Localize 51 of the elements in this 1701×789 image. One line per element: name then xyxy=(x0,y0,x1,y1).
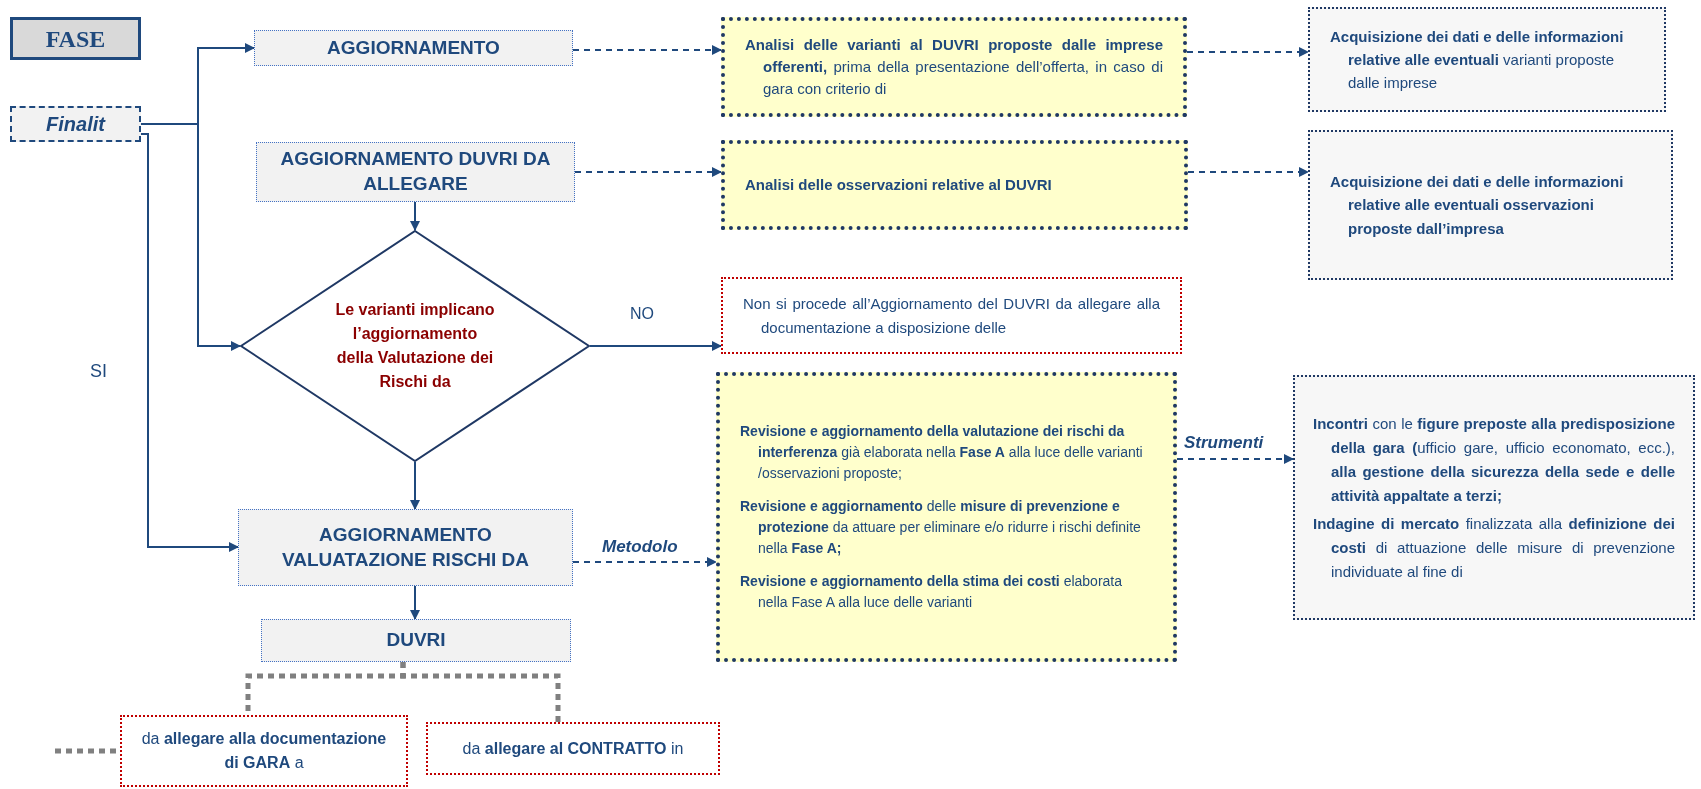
arrow xyxy=(140,123,241,351)
connector-line xyxy=(400,662,561,722)
arrow xyxy=(574,167,722,177)
box-text: Analisi delle varianti al DUVRI proposte dalle imprese offerenti, prima della presentazione dell’offerta, in caso di gara con criterio di xyxy=(745,35,1163,99)
process-box xyxy=(261,619,571,662)
box-text: Non si procede all’Aggiornamento del DUVRI da allegare alla documentazione a disposizione delle xyxy=(743,293,1160,338)
arrow xyxy=(1186,47,1309,57)
arrow xyxy=(572,45,722,55)
note-box xyxy=(721,277,1182,354)
box-text: Acquisizione dei dati e delle informazioni relative alle eventuali varianti proposte dalle imprese xyxy=(1330,26,1625,94)
info-box xyxy=(1308,7,1666,112)
box-text: Revisione e aggiornamento della stima dei costi elaborata nella Fase A alla luce delle varianti xyxy=(740,572,1124,612)
edge-label: Strumenti xyxy=(1182,434,1266,451)
method-box xyxy=(716,372,1177,662)
box-text: Revisione e aggiornamento delle misure di prevenzione e protezione da attuare per eliminare e/o ridurre i rischi definite nella Fase A; xyxy=(740,497,1142,558)
box-text: Revisione e aggiornamento della valutazione dei rischi da interferenza già elaborata nella Fase A alla luce delle varianti /osservazioni proposte; xyxy=(740,422,1144,483)
box-text: da allegare alla documentazione di GARA a xyxy=(140,729,388,773)
tools-box xyxy=(1293,375,1695,620)
edge-label: Metodolo xyxy=(600,538,680,555)
arrow xyxy=(410,585,420,620)
box-text: AGGIORNAMENTO VALUATAZIONE RISCHI DA xyxy=(281,522,530,572)
attachment-box xyxy=(426,722,720,775)
process-box xyxy=(256,142,575,202)
box-text: Acquisizione dei dati e delle informazioni relative alle eventuali osservazioni proposte dall’impresa xyxy=(1330,172,1625,239)
aim-box xyxy=(10,106,141,142)
box-text: FASE xyxy=(45,24,106,54)
edge-label: SI xyxy=(88,362,109,380)
arrow xyxy=(572,557,717,567)
edge-label: NO xyxy=(628,306,656,322)
analysis-box xyxy=(721,140,1188,230)
arrow xyxy=(410,461,420,510)
arrow xyxy=(410,201,420,231)
decision-text: Le varianti implicano l’aggiornamento della Valutazione dei Rischi da xyxy=(335,300,495,392)
arrow xyxy=(589,341,722,351)
process-box xyxy=(254,30,573,66)
box-text: da allegare al CONTRATTO in xyxy=(462,738,684,759)
info-box xyxy=(1308,130,1673,280)
box-text: Incontri con le figure preposte alla predisposizione della gara (ufficio gare, ufficio economato, ecc.), alla gestione della sicurezza della sede e delle attività appaltate a terzi; xyxy=(1313,413,1675,506)
box-text: Finalit xyxy=(46,112,105,137)
box-text: Indagine di mercato finalizzata alla definizione dei costi di attuazione delle misure di prevenzione individuate al fine di xyxy=(1313,513,1675,582)
box-text: AGGIORNAMENTO xyxy=(327,35,500,60)
analysis-box xyxy=(721,17,1187,117)
box-text: Analisi delle osservazioni relative al DUVRI xyxy=(745,175,1053,196)
arrow xyxy=(1176,454,1294,464)
phase-box xyxy=(10,17,141,60)
attachment-box xyxy=(120,715,408,787)
box-text: AGGIORNAMENTO DUVRI DA ALLEGARE xyxy=(279,147,552,196)
arrow xyxy=(140,133,239,552)
process-box xyxy=(238,509,573,586)
box-text: DUVRI xyxy=(386,628,446,653)
arrow xyxy=(1187,167,1309,177)
